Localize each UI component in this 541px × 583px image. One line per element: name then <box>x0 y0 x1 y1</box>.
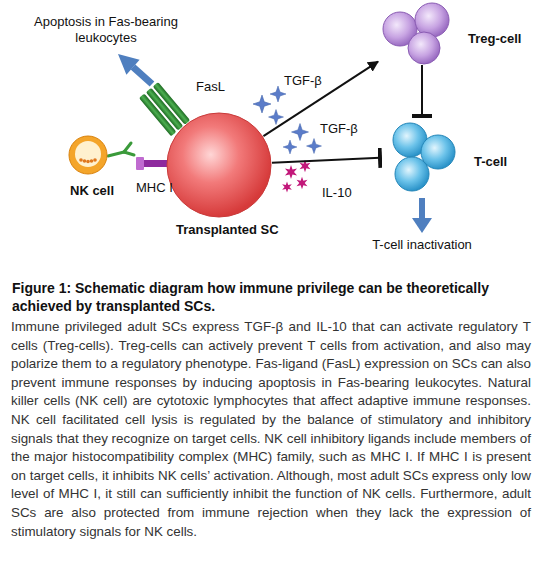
cell-circle <box>408 32 440 64</box>
cell-outline <box>166 112 272 218</box>
cell-outline <box>380 116 464 196</box>
il10-star <box>297 177 308 190</box>
cell-circle <box>415 3 449 37</box>
activation-arrow <box>263 62 378 136</box>
node-label: Transplanted SC <box>176 222 279 238</box>
figure-title: Figure 1: Schematic diagram how immune p… <box>12 279 530 315</box>
nk-receptor-arm <box>124 152 134 155</box>
cell-circle <box>69 136 107 174</box>
tgf-star <box>270 86 286 102</box>
il10-molecules <box>282 160 310 193</box>
cell-outline <box>68 135 108 175</box>
inhibition-connector <box>272 158 380 163</box>
tgf-star <box>292 124 309 141</box>
inactivation-arrow-shaft <box>419 198 425 219</box>
nk-receptor <box>108 143 134 156</box>
treg-cell-cluster: Treg-cell <box>378 1 466 65</box>
tgf-star <box>253 95 271 113</box>
inactivation-arrow-head <box>412 218 432 233</box>
il10-star <box>285 165 297 179</box>
figure-caption: Immune privileged adult SCs express TGF-… <box>11 318 531 541</box>
mhc-head <box>136 157 144 170</box>
cell-circle <box>90 159 94 163</box>
tgf-star <box>269 110 284 125</box>
tgf-star <box>307 139 322 154</box>
tgf-beta-label: TGF-β <box>320 121 358 137</box>
cell-outline <box>378 1 466 65</box>
cell-circle <box>83 159 87 163</box>
apoptosis-arrow-head <box>118 54 140 75</box>
il10-label: IL-10 <box>322 185 352 201</box>
tgf-star <box>283 140 297 154</box>
t-cell-cluster: T-cell <box>380 116 464 196</box>
apoptosis-label: Apoptosis in Fas-bearing leukocytes <box>20 14 192 46</box>
node-label: T-cell <box>474 154 507 170</box>
cell-circle <box>167 113 271 217</box>
nk-receptor-stem <box>108 152 124 156</box>
node-label: NK cell <box>70 183 114 199</box>
fasl-label: FasL <box>196 79 225 95</box>
fasl-bar <box>153 82 191 125</box>
apoptosis-arrow-shaft <box>133 67 152 84</box>
cell-circle <box>79 158 83 162</box>
cell-circle <box>395 157 429 191</box>
il10-star <box>300 160 311 173</box>
mhc-stem <box>143 160 167 167</box>
inactivation-label: T-cell inactivation <box>362 237 482 253</box>
il10-star <box>282 181 292 192</box>
cell-circle <box>75 141 101 167</box>
cell-circle <box>86 160 90 164</box>
inhibition-connector <box>421 65 423 116</box>
tgf-beta-label: TGF-β <box>284 73 322 89</box>
nk-cell: NK cell <box>68 135 108 175</box>
node-label: Treg-cell <box>468 31 521 47</box>
stem-cell: Transplanted SC <box>166 112 272 218</box>
mhc-label: MHC I <box>136 180 173 196</box>
cell-circle <box>93 158 97 162</box>
nk-receptor-arm <box>124 143 131 152</box>
